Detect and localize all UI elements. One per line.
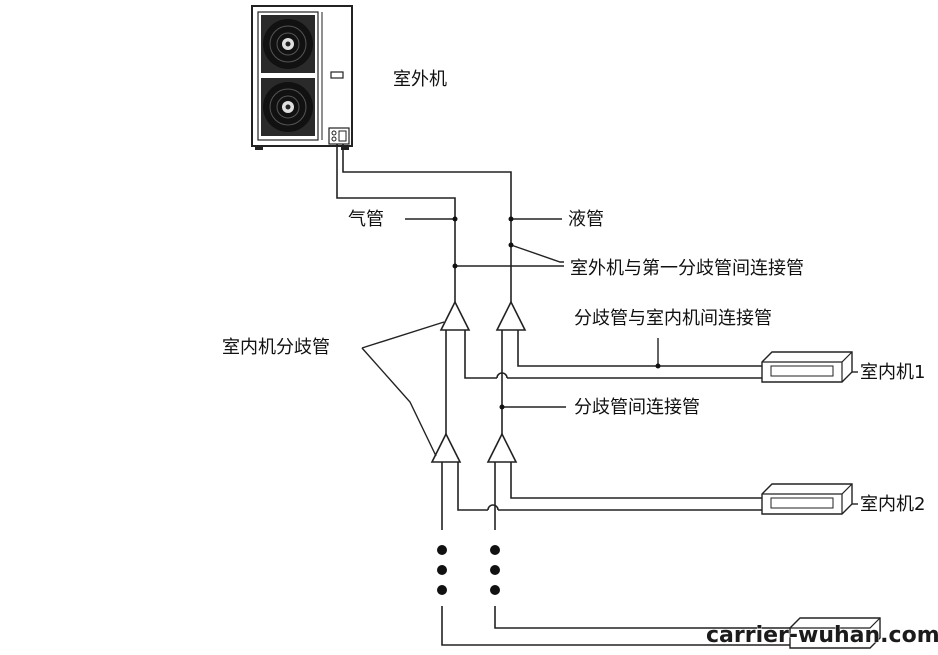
indoor-branch-pipe-label: 室内机分歧管 [222, 337, 330, 358]
fan-icon [261, 78, 315, 136]
indoor-unit-1 [761, 351, 853, 383]
indoor-unit-2 [761, 483, 853, 515]
pipe-to-last-indoor-gas [441, 606, 790, 646]
branch-pipe-1-liquid [495, 300, 527, 331]
pipe-crossover-2 [487, 504, 499, 511]
watermark: carrier-wuhan.com [706, 623, 938, 648]
leader-lines [361, 216, 858, 505]
branch-pipe-2-gas [430, 432, 462, 463]
pipe-to-last-indoor-liquid [494, 606, 790, 629]
indoor-unit-2-label: 室内机2 [860, 494, 925, 515]
fan-icon [261, 15, 315, 73]
pipe-to-indoor-1-gas [464, 330, 497, 379]
liquid-pipe-label: 液管 [568, 209, 604, 230]
between-branches-label: 分歧管间连接管 [574, 397, 700, 418]
pipe-to-indoor-1-liquid [517, 330, 762, 367]
pipe-to-indoor-2-liquid [510, 462, 762, 499]
continuation-dots [437, 545, 500, 595]
outdoor-unit [251, 5, 353, 150]
indoor-unit-1-label: 室内机1 [860, 362, 925, 383]
indoor-unit-last [789, 617, 881, 649]
liquid-pipe-main [342, 144, 512, 302]
branch-pipe-1-gas [439, 300, 471, 331]
gas-pipe-main [336, 144, 456, 302]
outdoor-to-first-branch-label: 室外机与第一分歧管间连接管 [570, 258, 804, 279]
gas-pipe-label: 气管 [348, 209, 384, 230]
outdoor-unit-label: 室外机 [393, 69, 447, 90]
branch-to-indoor-label: 分歧管与室内机间连接管 [574, 308, 772, 329]
pipe-to-indoor-2-gas [457, 462, 488, 511]
branch-pipe-2-liquid [486, 432, 518, 463]
